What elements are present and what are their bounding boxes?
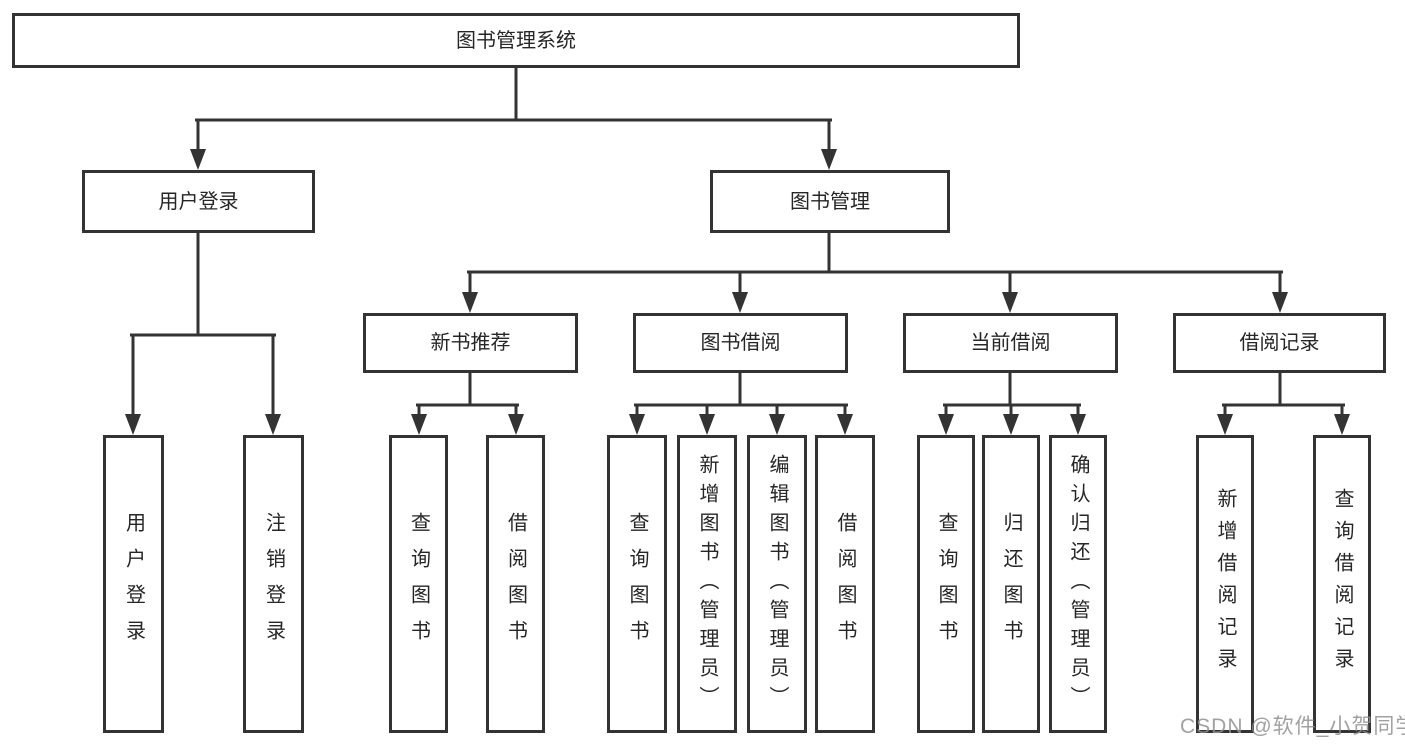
node-label: 借阅图书 xyxy=(834,512,856,656)
node-label: 新增图书（管理员） xyxy=(696,453,718,715)
arrowhead xyxy=(1334,414,1350,435)
node-label: 查询图书 xyxy=(407,512,430,656)
arrowhead xyxy=(462,292,478,313)
node-book-borrow: 图书借阅 xyxy=(633,313,848,373)
node-label: 用户登录 xyxy=(122,512,145,656)
node-user-login-leaf: 用户登录 xyxy=(103,435,164,733)
node-return-book: 归还图书 xyxy=(982,435,1040,733)
node-new-book-recommend: 新书推荐 xyxy=(363,313,578,373)
node-add-book-admin: 新增图书（管理员） xyxy=(677,435,737,733)
arrowhead xyxy=(629,414,645,435)
node-label: 编辑图书（管理员） xyxy=(766,453,788,715)
csdn-watermark: CSDN @软件_小贺同学 xyxy=(1180,715,1405,738)
connector-book-borrow-children xyxy=(634,371,848,430)
node-query-borrow-record: 查询借阅记录 xyxy=(1313,435,1371,733)
connector-new-book-children xyxy=(416,371,519,430)
node-query-books-recommend: 查询图书 xyxy=(389,435,448,733)
node-label: 确认归还（管理员） xyxy=(1067,453,1089,715)
arrowhead xyxy=(837,414,853,435)
node-borrow-books-recommend: 借阅图书 xyxy=(486,435,545,733)
node-confirm-return-admin: 确认归还（管理员） xyxy=(1049,435,1107,733)
arrowhead xyxy=(411,414,427,435)
node-library-system: 图书管理系统 xyxy=(12,13,1020,68)
node-edit-book-admin: 编辑图书（管理员） xyxy=(747,435,807,733)
node-label: 归还图书 xyxy=(1000,512,1022,656)
arrowhead xyxy=(1272,292,1288,313)
connector-root-to-level2 xyxy=(195,66,832,164)
node-label: 新增借阅记录 xyxy=(1214,488,1236,680)
node-borrow-records: 借阅记录 xyxy=(1173,313,1386,373)
node-label: 查询图书 xyxy=(935,512,957,656)
arrowhead xyxy=(190,149,206,170)
node-user-login: 用户登录 xyxy=(82,170,315,233)
arrowhead xyxy=(1003,414,1019,435)
arrowhead xyxy=(265,414,281,435)
node-query-books-borrow: 查询图书 xyxy=(607,435,667,733)
arrowhead xyxy=(508,414,524,435)
arrowhead xyxy=(769,414,785,435)
arrowhead xyxy=(732,292,748,313)
node-current-borrow: 当前借阅 xyxy=(903,313,1118,373)
arrowhead xyxy=(1002,292,1018,313)
connector-book-mgmt-children xyxy=(467,231,1283,308)
node-label: 注销登录 xyxy=(262,512,285,656)
node-book-mgmt: 图书管理 xyxy=(710,170,950,233)
connector-user-login-children xyxy=(130,231,276,430)
arrowhead xyxy=(938,414,954,435)
arrowhead xyxy=(1070,414,1086,435)
arrowhead xyxy=(1217,414,1233,435)
arrowhead xyxy=(821,149,837,170)
node-query-books-current: 查询图书 xyxy=(917,435,975,733)
node-logout-leaf: 注销登录 xyxy=(243,435,304,733)
arrowhead xyxy=(125,414,141,435)
node-label: 查询图书 xyxy=(626,512,648,656)
node-label: 借阅图书 xyxy=(504,512,527,656)
node-add-borrow-record: 新增借阅记录 xyxy=(1196,435,1254,733)
connector-borrow-records-children xyxy=(1222,371,1345,430)
node-borrow-book-leaf: 借阅图书 xyxy=(815,435,875,733)
arrowhead xyxy=(699,414,715,435)
node-label: 查询借阅记录 xyxy=(1331,488,1353,680)
